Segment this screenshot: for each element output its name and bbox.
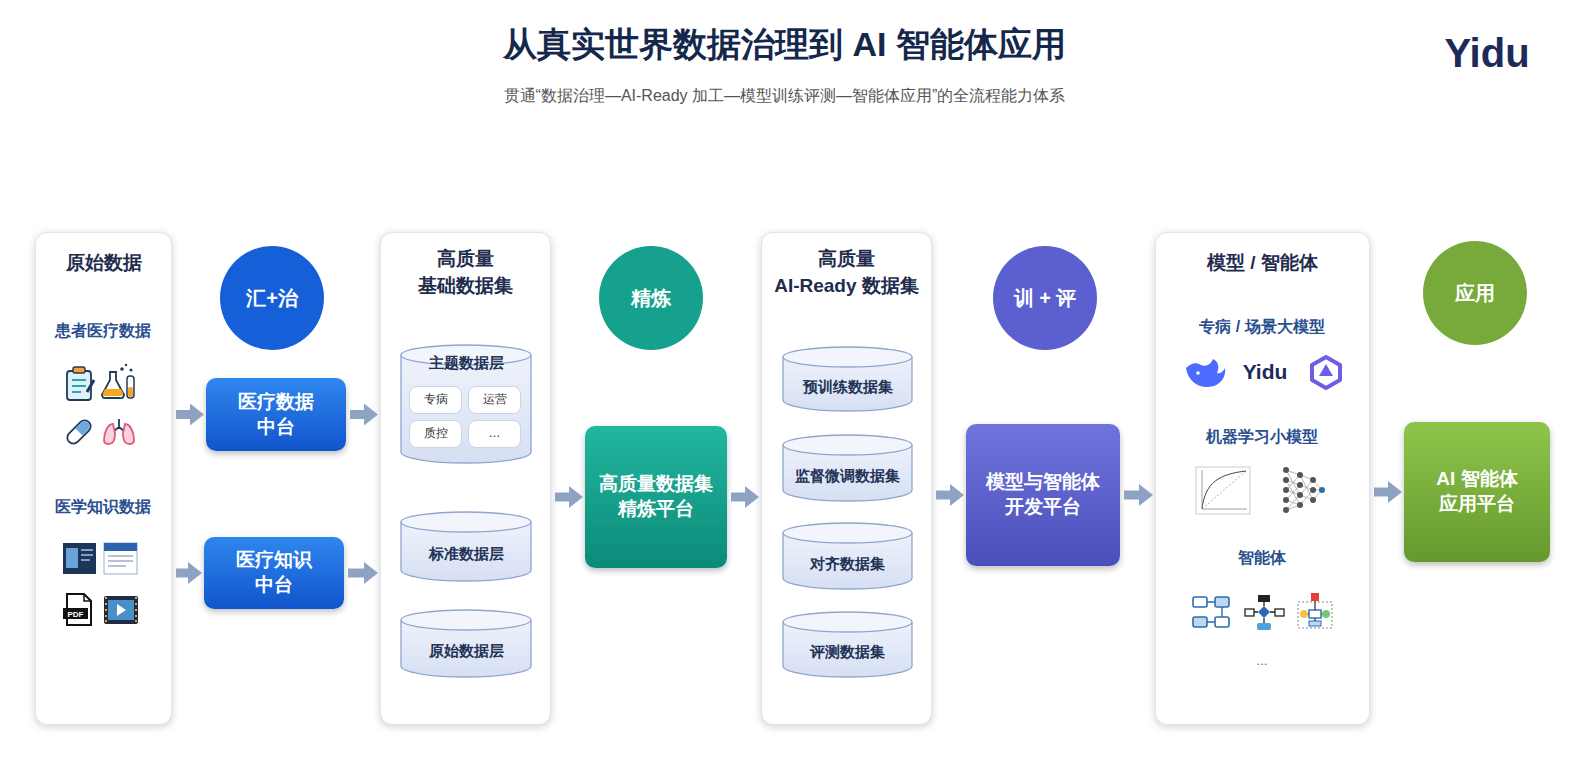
column-panel: 原始数据 [35,232,172,725]
icon-text: PDF [68,609,84,618]
node-text: 监督微调数据集 [795,466,900,486]
group-heading: 智能体 [1238,548,1286,569]
flow-arrow [936,491,950,500]
flow-arrow [1374,488,1388,497]
text-line: 医疗数据 [238,390,314,415]
dataset-cylinder: 监督微调数据集 [782,434,913,501]
node-text: 运营 [483,392,507,408]
node-text: 对齐数据集 [810,554,885,574]
node-text: 标准数据层 [429,544,504,564]
node-text: 预训练数据集 [803,377,893,397]
brand-logo: Yidu [1444,31,1529,76]
node-text: 模型与智能体 开发平台 [986,470,1100,519]
column-panel: 高质量 基础数据集主题数据层专病 运营质控 … 标准数据层原始数据层 [380,232,551,725]
text-line: 中台 [236,573,312,598]
node-text: 主题数据层 [429,353,504,373]
dataset-cylinder: 预训练数据集 [782,346,913,411]
flow-arrow [176,569,188,578]
cylinder-top [783,435,912,455]
brand-logo: Yidu [1243,360,1288,384]
topic-chip: 专病 [409,386,462,414]
column-panel: 模型 / 智能体 [1155,232,1370,725]
node-text: AI 智能体 应用平台 [1436,467,1517,516]
node-text: 精炼 [631,285,671,311]
page-title: 从真实世界数据治理到 AI 智能体应用 [0,22,1569,68]
cylinder-top [783,347,912,367]
dataset-cylinder: 对齐数据集 [782,522,913,589]
text-line: 模型与智能体 [986,470,1100,495]
text-line: 精炼平台 [599,497,713,522]
platform-box: 模型与智能体 开发平台 [966,424,1120,566]
node-text: 应用 [1455,280,1495,306]
group-heading: 机器学习小模型 [1206,427,1318,448]
flow-arrow [348,569,364,578]
node-text: 质控 [424,426,448,442]
stage-circle: 训 + 评 [993,246,1097,350]
group-heading: 患者医疗数据 [55,321,151,342]
text-line: AI 智能体 [1436,467,1517,492]
text-line: 高质量 [774,245,919,272]
flow-arrow [555,493,569,502]
flow-arrow [350,410,364,419]
stage-circle: 精炼 [599,246,703,350]
text-line: 医疗知识 [236,548,312,573]
cylinder-top [783,523,912,543]
cylinder-top [401,610,531,630]
platform-box: 医疗知识 中台 [204,537,344,609]
platform-box: 医疗数据 中台 [206,378,346,451]
node-text: 汇+治 [246,285,298,311]
text-line: 高质量 [418,245,513,272]
cylinder-body [401,355,531,463]
platform-box: AI 智能体 应用平台 [1404,422,1550,562]
text-line: 中台 [238,415,314,440]
page-caption: 贯通“数据治理—AI-Ready 加工—模型训练评测—智能体应用”的全流程能力体… [0,86,1569,107]
text-line: 开发平台 [986,495,1100,520]
cylinder-top [783,612,912,632]
dataset-cylinder: 主题数据层专病 运营质控 … [400,344,532,463]
topic-chip: … [468,420,521,448]
node-text: 医疗数据 中台 [238,390,314,439]
dataset-cylinder: 标准数据层 [400,511,532,581]
text-line: 基础数据集 [418,272,513,299]
node-text: 评测数据集 [810,642,885,662]
group-heading: 医学知识数据 [55,497,151,518]
dataset-cylinder: 评测数据集 [782,611,913,677]
node-text: 训 + 评 [1014,285,1077,311]
stage-circle: 汇+治 [220,246,324,350]
node-text: … [489,426,501,442]
platform-box: 高质量数据集 精炼平台 [585,426,727,568]
text-line: 应用平台 [1436,492,1517,517]
column-panel: 高质量 AI-Ready 数据集预训练数据集监督微调数据集对齐数据集评测数据集 [761,232,932,725]
node-text: 高质量数据集 精炼平台 [599,472,713,521]
flow-arrow [1124,491,1139,500]
topic-chip: 质控 [409,420,462,448]
node-text: 原始数据 [66,251,142,276]
node-text: 高质量 基础数据集 [418,245,513,299]
topic-chip: 运营 [468,386,521,414]
node-text: 模型 / 智能体 [1207,251,1318,276]
text-line: AI-Ready 数据集 [774,272,919,299]
flow-arrow [176,410,190,419]
flow-arrow [731,493,745,502]
node-text: 医疗知识 中台 [236,548,312,597]
text-line: 高质量数据集 [599,472,713,497]
node-text: 高质量 AI-Ready 数据集 [774,245,919,299]
dataset-cylinder: 原始数据层 [400,609,532,677]
group-heading: 专病 / 场景大模型 [1199,317,1324,338]
ellipsis-note: ... [1257,653,1268,668]
node-text: 专病 [424,392,448,408]
cylinder-top [401,512,531,532]
stage-circle: 应用 [1423,241,1527,345]
node-text: 原始数据层 [429,641,504,661]
